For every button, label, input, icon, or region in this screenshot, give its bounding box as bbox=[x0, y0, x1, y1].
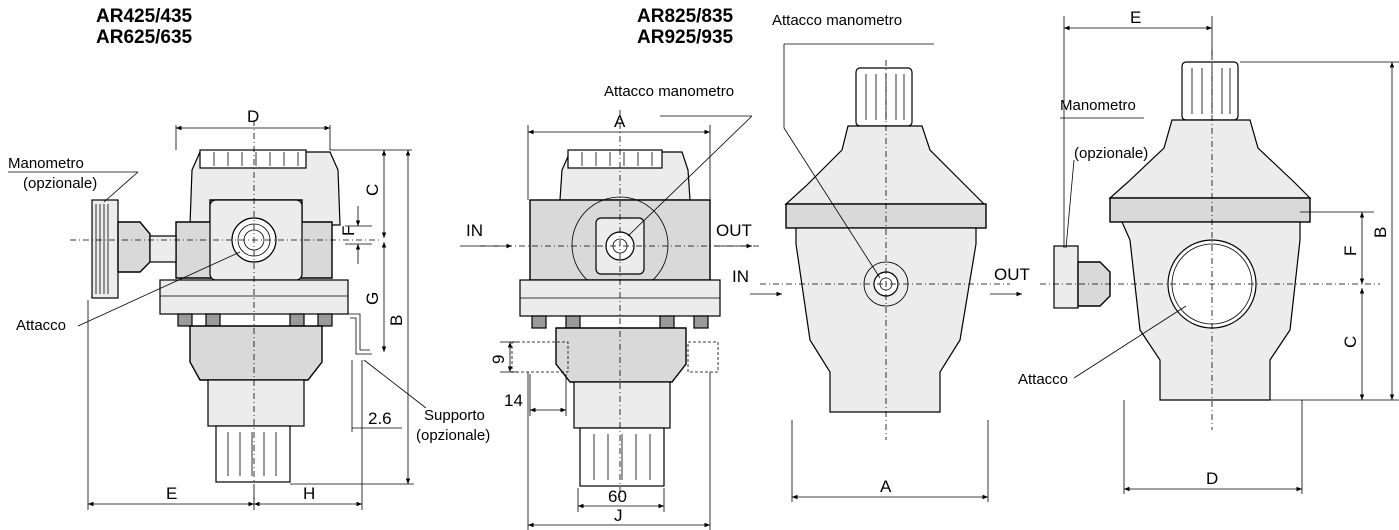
dim-D-right: D bbox=[1206, 469, 1218, 488]
dim-E-right: E bbox=[1130, 8, 1141, 27]
bracket-label-1: Supporto bbox=[424, 407, 485, 424]
dim-A-right: A bbox=[880, 477, 892, 496]
middle-regulator-view bbox=[480, 110, 760, 500]
dim-9: 9 bbox=[489, 355, 508, 364]
dim-14: 14 bbox=[504, 391, 523, 410]
bracket-label-2: (opzionale) bbox=[416, 427, 490, 444]
right-side-dims: E Manometro (opzionale) B F C Attacco D bbox=[1018, 8, 1399, 494]
right-side-view bbox=[1040, 50, 1380, 430]
in-label-middle: IN bbox=[466, 221, 483, 240]
dim-C-right: C bbox=[1341, 336, 1360, 348]
right-front-view bbox=[760, 60, 1010, 440]
gauge-label-right-2: (opzionale) bbox=[1074, 145, 1148, 162]
gauge-label-left-1: Manometro bbox=[8, 155, 84, 172]
dim-H-left: H bbox=[303, 484, 315, 503]
dim-D-left: D bbox=[247, 107, 259, 126]
dim-60: 60 bbox=[608, 487, 627, 506]
port-label-right: Attacco bbox=[1018, 371, 1068, 388]
out-label-middle: OUT bbox=[716, 221, 752, 240]
out-label-right: OUT bbox=[994, 265, 1030, 284]
dim-A-middle: A bbox=[614, 112, 626, 131]
dim-J: J bbox=[614, 506, 623, 525]
dim-C-left: C bbox=[363, 184, 382, 196]
title-ar425: AR425/435 bbox=[96, 6, 193, 27]
left-regulator-view bbox=[70, 120, 380, 500]
port-label-left: Attacco bbox=[16, 317, 66, 334]
dim-E-left: E bbox=[166, 484, 177, 503]
left-dimensions: D C F G B E H 2.6 bbox=[87, 107, 414, 510]
gauge-label-left-2: (opzionale) bbox=[23, 175, 97, 192]
dim-F-left: F bbox=[339, 226, 358, 236]
dim-G-left: G bbox=[363, 292, 382, 305]
middle-dimensions: Attacco manometro A IN OUT 9 14 60 J bbox=[460, 83, 753, 530]
gauge-port-label-right: Attacco manometro bbox=[772, 12, 902, 29]
title-ar825: AR825/835 bbox=[637, 6, 734, 27]
gauge-port-label-middle: Attacco manometro bbox=[604, 83, 734, 100]
right-front-dims: Attacco manometro IN OUT A bbox=[732, 12, 1030, 502]
title-ar625: AR625/635 bbox=[96, 27, 193, 48]
in-label-right: IN bbox=[732, 267, 749, 286]
gauge-label-right-1: Manometro bbox=[1060, 97, 1136, 114]
dim-F-right: F bbox=[1341, 246, 1360, 256]
dim-B-left: B bbox=[387, 315, 406, 326]
dim-2-6: 2.6 bbox=[368, 409, 392, 428]
dim-B-right: B bbox=[1371, 227, 1390, 238]
title-ar925: AR925/935 bbox=[637, 27, 734, 48]
left-labels: Manometro (opzionale) Attacco Supporto (… bbox=[8, 155, 490, 444]
